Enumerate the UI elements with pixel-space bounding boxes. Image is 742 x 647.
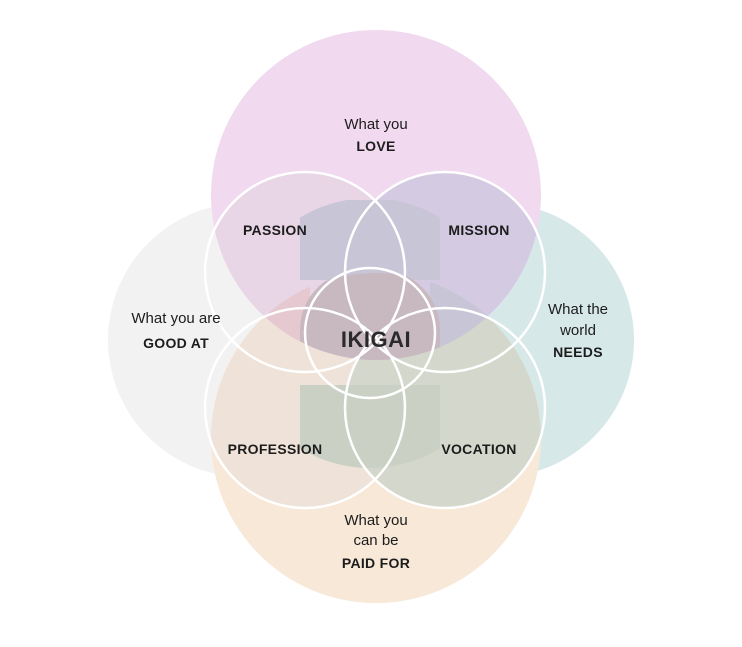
ring-lower-left [203,306,407,510]
love-line2: LOVE [356,138,395,154]
paid-for-line2: can be [353,532,398,549]
ring-upper-left [203,170,407,374]
paid-for-line1: What you [344,512,407,529]
love-line1: What you [344,116,407,133]
ring-lower-right [343,306,547,510]
good-at-line1: What you are [131,310,220,327]
ring-center [303,266,437,400]
world-needs-line1: What the [548,301,608,318]
paid-for-line3: PAID FOR [342,555,410,571]
world-needs-line3: NEEDS [553,344,603,360]
profession-label: PROFESSION [228,441,323,457]
ikigai-label: IKIGAI [341,327,411,352]
passion-label: PASSION [243,222,307,238]
ikigai-center-region [300,273,440,360]
vocation-label: VOCATION [441,441,516,457]
upper-center-lens [300,200,440,280]
world-needs-line2: world [559,322,596,339]
good-at-line2: GOOD AT [143,335,209,351]
mission-label: MISSION [448,222,509,238]
